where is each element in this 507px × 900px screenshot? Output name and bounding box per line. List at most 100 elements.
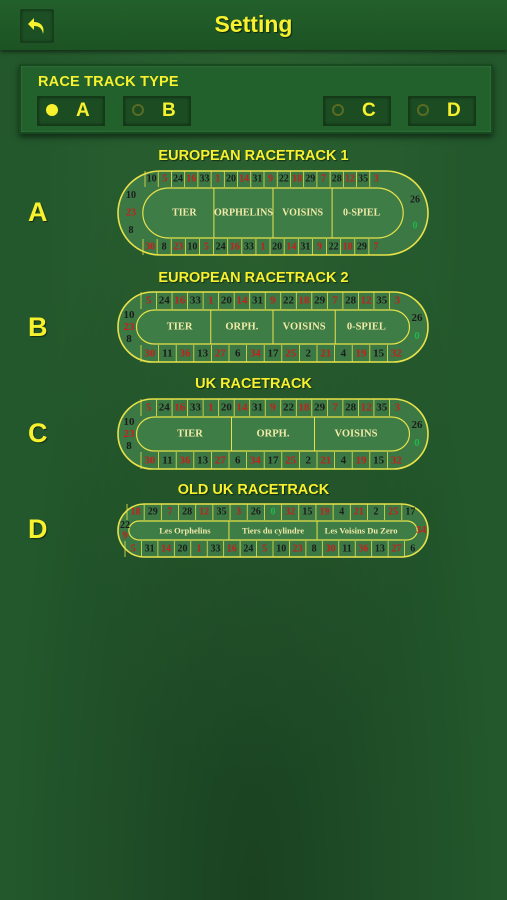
number-cell: 11 [162, 455, 172, 467]
number-cell: 14 [236, 295, 248, 307]
number-cell: 23 [126, 208, 136, 219]
number-cell: 28 [332, 174, 342, 185]
number-cell: 30 [144, 455, 156, 467]
number-cell: 3 [374, 174, 379, 185]
number-cell: 7 [332, 402, 338, 414]
number-cell: 30 [326, 544, 336, 555]
number-cell: 10 [124, 309, 136, 321]
track-inner [135, 416, 411, 452]
number-cell: 9 [317, 242, 322, 253]
number-cell: 20 [272, 242, 282, 253]
track-a-title: EUROPEAN RACETRACK 1 [158, 148, 349, 164]
number-cell: 21 [320, 455, 331, 467]
number-cell: 31 [252, 295, 263, 307]
number-cell: 19 [356, 455, 368, 467]
number-cell: 23 [124, 428, 136, 440]
number-cell: 27 [215, 455, 227, 467]
section-label: TIER [177, 429, 203, 440]
number-cell: 35 [376, 402, 388, 414]
track-d-letter: D [28, 514, 48, 544]
number-cell: 15 [373, 348, 385, 360]
track-b-letter: B [28, 312, 48, 342]
back-button[interactable] [20, 9, 54, 43]
number-cell: 36 [358, 544, 368, 555]
number-cell: 4 [339, 507, 344, 518]
number-cell: 7 [332, 295, 338, 307]
number-cell: 1 [208, 295, 214, 307]
number-cell: 7 [167, 507, 172, 518]
number-cell: 1 [261, 242, 266, 253]
number-cell: 31 [252, 402, 263, 414]
number-cell: 20 [221, 295, 233, 307]
number-cell: 4 [341, 455, 347, 467]
radio-c[interactable] [332, 104, 344, 116]
number-cell: 23 [293, 544, 303, 555]
number-cell: 18 [299, 402, 311, 414]
number-cell: 23 [124, 321, 136, 333]
number-cell: 26 [412, 419, 424, 431]
number-cell: 17 [405, 507, 415, 518]
number-cell: 18 [292, 174, 302, 185]
option-d[interactable]: D [408, 96, 476, 126]
number-cell: 31 [145, 544, 155, 555]
number-cell: 36 [180, 348, 192, 360]
number-cell: 9 [270, 402, 276, 414]
number-cell: 6 [410, 544, 415, 555]
number-cell: 11 [342, 544, 351, 555]
number-cell: 19 [356, 348, 368, 360]
number-cell: 11 [162, 348, 172, 360]
number-cell: 22 [120, 520, 130, 531]
option-b[interactable]: B [123, 96, 191, 126]
section-label: Tiers du cylindre [242, 526, 304, 536]
number-cell: 33 [200, 174, 210, 185]
number-cell: 35 [376, 295, 388, 307]
number-cell: 12 [199, 507, 209, 518]
number-cell: 3 [394, 402, 400, 414]
number-cell: 24 [173, 174, 183, 185]
section-label: ORPHELINS [214, 208, 273, 219]
number-cell: 5 [146, 295, 152, 307]
section-label: ORPH. [225, 322, 258, 333]
number-cell: 29 [305, 174, 315, 185]
option-a[interactable]: A [37, 96, 105, 126]
number-cell: 5 [131, 544, 136, 555]
number-cell: 5 [162, 174, 167, 185]
number-cell: 9 [268, 174, 273, 185]
number-cell: 24 [159, 402, 171, 414]
number-cell: 8 [129, 225, 134, 236]
number-cell: 21 [320, 348, 331, 360]
number-cell: 10 [276, 544, 286, 555]
section-label: Les Voisins Du Zero [325, 526, 398, 536]
number-cell: 14 [161, 544, 171, 555]
number-cell: 28 [345, 295, 357, 307]
track-c-title: UK RACETRACK [195, 376, 312, 392]
radio-d[interactable] [417, 104, 429, 116]
number-cell: 12 [345, 174, 355, 185]
option-c[interactable]: C [323, 96, 391, 126]
number-cell: 26 [251, 507, 261, 518]
number-cell: 14 [286, 242, 296, 253]
number-cell: 7 [373, 242, 378, 253]
number-cell: 22 [283, 402, 295, 414]
number-cell: 34 [416, 525, 426, 536]
radio-b[interactable] [132, 104, 144, 116]
track-inner [128, 520, 418, 541]
race-track-type-panel: RACE TRACK TYPE A B C D [19, 64, 493, 134]
option-b-label: B [162, 100, 176, 121]
number-cell: 17 [268, 455, 280, 467]
number-cell: 26 [412, 312, 424, 324]
number-cell: 25 [285, 455, 297, 467]
track-d-title: OLD UK RACETRACK [177, 482, 330, 498]
number-cell: 8 [126, 333, 132, 345]
number-cell: 29 [314, 295, 326, 307]
number-cell: 1 [215, 174, 220, 185]
radio-a[interactable] [46, 104, 58, 116]
